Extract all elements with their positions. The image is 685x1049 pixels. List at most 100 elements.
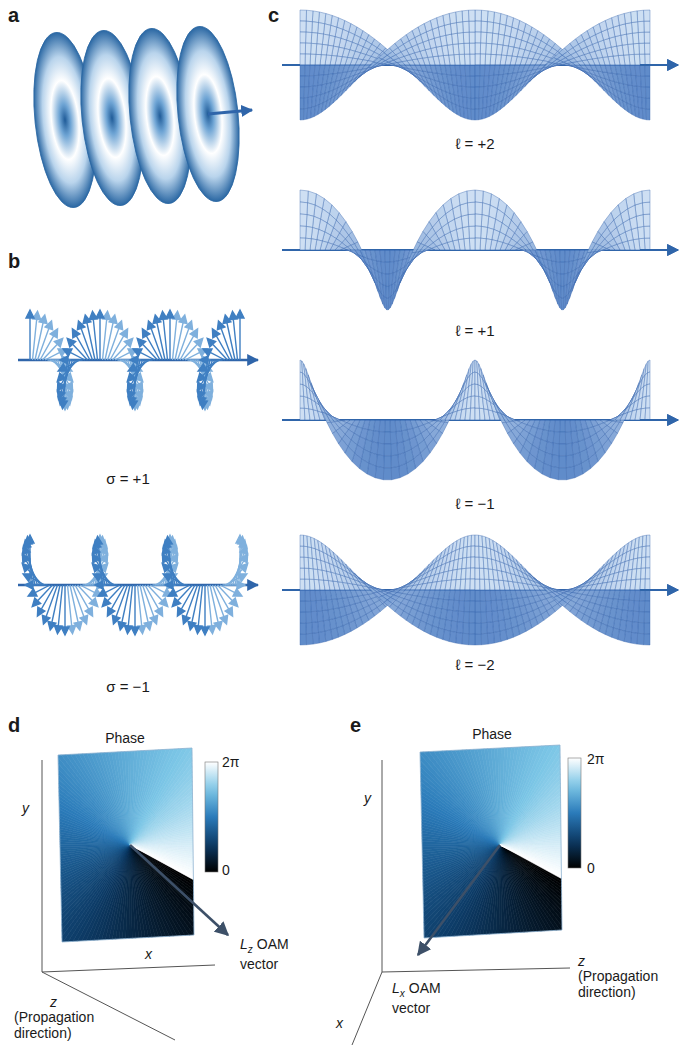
surface-cell <box>317 611 324 622</box>
surface-cell <box>641 87 646 98</box>
surface-cell <box>480 238 486 250</box>
surface-cell <box>391 466 399 479</box>
surface-cell <box>475 32 481 43</box>
surface-cell <box>470 579 475 590</box>
surface-cell <box>417 231 426 243</box>
surface-cell <box>469 623 475 634</box>
surface-cell <box>396 431 403 443</box>
surface-cell <box>466 557 471 568</box>
surface-cell <box>635 579 641 590</box>
surface-cell <box>305 43 311 54</box>
surface-cell <box>464 590 470 601</box>
surface-cell <box>481 10 488 21</box>
surface-cell <box>457 33 463 44</box>
surface-cell <box>400 270 406 283</box>
surface-cell <box>539 67 547 72</box>
surface-cell <box>512 89 519 99</box>
surface-cell <box>479 76 484 87</box>
surface-cell <box>646 546 650 557</box>
surface-cell <box>307 203 315 217</box>
axis-arrow <box>640 64 678 66</box>
surface-cell <box>475 87 479 98</box>
surface-cell <box>494 12 501 24</box>
surface-cell <box>507 431 516 444</box>
surface-cell <box>310 54 316 65</box>
surface-cell <box>550 466 558 479</box>
surface-cell <box>632 33 638 44</box>
surface-cell <box>300 546 304 557</box>
surface-cell <box>637 86 642 97</box>
surface-cell <box>552 443 559 456</box>
surface-cell <box>645 568 650 579</box>
surface-cell <box>300 54 305 65</box>
surface-cell <box>493 621 500 633</box>
helical-wavefront <box>282 10 678 120</box>
surface-cell <box>481 215 489 228</box>
surface-cell <box>502 422 511 433</box>
surface-cell <box>327 422 336 433</box>
surface-cell <box>300 21 306 32</box>
surface-cell <box>475 568 480 579</box>
surface-cell <box>382 273 386 286</box>
field-vector <box>130 356 153 364</box>
surface-cell <box>300 226 306 238</box>
surface-cell <box>397 442 405 455</box>
surface-cell <box>487 632 494 644</box>
surface-cell <box>575 270 581 283</box>
surface-cell <box>469 21 475 32</box>
surface-cell <box>470 65 475 76</box>
surface-cell <box>486 33 492 44</box>
surface-cell <box>464 54 470 65</box>
surface-cell <box>645 54 650 65</box>
surface-cell <box>332 431 341 444</box>
surface-cell <box>557 273 561 286</box>
surface-cell <box>461 76 466 87</box>
surface-cell <box>384 432 390 444</box>
surface-cell <box>312 11 319 23</box>
surface-cell <box>473 360 475 373</box>
surface-cell <box>471 557 475 568</box>
surface-cell <box>316 44 322 55</box>
surface-cell <box>559 444 566 456</box>
surface-cell <box>384 456 392 468</box>
surface-cell <box>575 269 582 283</box>
surface-cell <box>300 590 305 601</box>
surface-cell <box>642 108 646 119</box>
surface-cell <box>364 67 372 72</box>
surface-cell <box>467 190 475 203</box>
field-vector <box>236 535 244 585</box>
surface-cell <box>475 109 479 120</box>
surface-cell <box>305 579 310 590</box>
surface-cell <box>383 285 386 298</box>
surface-cell <box>348 78 356 86</box>
surface-cell <box>470 76 475 87</box>
surface-cell <box>645 590 650 601</box>
surface-cell <box>300 568 305 579</box>
surface-cell <box>311 33 317 44</box>
surface-cell <box>644 21 650 32</box>
propagation-arrow <box>208 110 252 114</box>
surface-cell <box>578 261 586 274</box>
surface-cell <box>470 590 475 601</box>
surface-cell <box>645 408 650 420</box>
surface-cell <box>300 98 304 109</box>
surface-cell <box>486 611 492 622</box>
surface-cell <box>480 601 486 612</box>
surface-cell <box>560 420 566 432</box>
surface-cell <box>384 444 391 456</box>
surface-cell <box>551 455 559 468</box>
surface-cell <box>467 202 475 215</box>
surface-cell <box>587 242 596 253</box>
surface-cell <box>646 557 650 568</box>
surface-cell <box>646 396 650 408</box>
surface-cell <box>467 97 471 108</box>
surface-cell <box>305 65 310 76</box>
surface-cell <box>463 21 469 32</box>
surface-cell <box>385 420 391 432</box>
surface-cell <box>471 98 475 109</box>
surface-cell <box>312 632 319 644</box>
surface-cell <box>472 372 475 385</box>
surface-cell <box>469 43 475 54</box>
surface-cell <box>475 54 480 65</box>
